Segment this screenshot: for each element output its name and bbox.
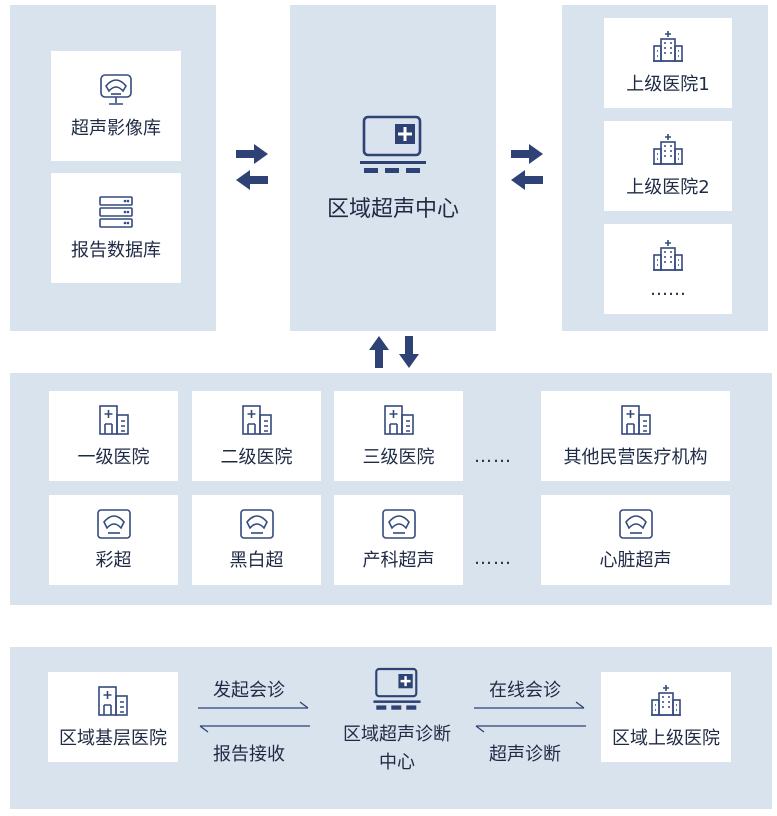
clinic-icon — [98, 405, 129, 435]
ultrasound-diagnosis-label: 超声诊断 — [489, 744, 561, 765]
regional-diagnosis-center: 区域超声诊断 中心 — [330, 665, 464, 777]
ultrasound-monitor-icon — [100, 74, 132, 105]
ultrasound-probe-icon — [618, 509, 653, 539]
ultrasound-probe-icon — [381, 509, 416, 539]
level-1-hospital-label: 一级医院 — [77, 447, 150, 468]
bidirectional-arrow-left-icon — [236, 144, 268, 190]
report-receive-label: 报告接收 — [213, 744, 285, 765]
clinic-icon — [98, 686, 128, 716]
superior-hospital-1-label: 上级医院1 — [626, 74, 710, 95]
superior-hospital-2-label: 上级医院2 — [626, 177, 710, 198]
hospitals-ellipsis: …… — [474, 446, 512, 467]
superior-regional-hospital-card: 区域上级医院 — [601, 672, 731, 762]
hospital-icon — [651, 685, 681, 716]
level-2-hospital-card: 二级医院 — [192, 391, 321, 481]
private-institution-label: 其他民营医疗机构 — [563, 447, 708, 468]
color-ultrasound-label: 彩超 — [95, 550, 132, 571]
modalities-ellipsis: …… — [474, 548, 512, 569]
primary-hospital-card: 区域基层医院 — [48, 672, 178, 762]
consultation-arrows-left-icon — [198, 701, 310, 733]
regional-diagnosis-center-line1: 区域超声诊断 — [343, 724, 451, 745]
cardiac-ultrasound-card: 心脏超声 — [541, 495, 730, 585]
superior-hospital-2-card: 上级医院2 — [604, 121, 732, 211]
ultrasound-probe-icon — [239, 509, 274, 539]
obstetric-ultrasound-card: 产科超声 — [334, 495, 463, 585]
ultrasound-probe-icon — [96, 509, 131, 539]
ultrasound-image-db-label: 超声影像库 — [71, 118, 161, 139]
level-2-hospital-label: 二级医院 — [220, 447, 293, 468]
private-institution-card: 其他民营医疗机构 — [541, 391, 730, 481]
primary-hospital-label: 区域基层医院 — [59, 728, 167, 749]
medical-monitor-icon — [360, 115, 426, 173]
report-db-card: 报告数据库 — [51, 173, 181, 283]
clinic-icon — [241, 405, 272, 435]
color-ultrasound-card: 彩超 — [49, 495, 178, 585]
superior-regional-hospital-label: 区域上级医院 — [612, 728, 720, 749]
initiate-consultation-label: 发起会诊 — [213, 680, 285, 701]
clinic-icon — [620, 405, 651, 435]
hospital-icon — [653, 31, 683, 62]
level-3-hospital-label: 三级医院 — [362, 447, 435, 468]
server-icon — [99, 196, 133, 228]
regional-center-label: 区域超声中心 — [326, 197, 459, 222]
report-db-label: 报告数据库 — [71, 240, 161, 261]
clinic-icon — [383, 405, 414, 435]
regional-diagnosis-center-line2: 中心 — [379, 752, 415, 773]
medical-monitor-icon — [373, 667, 421, 710]
bw-ultrasound-card: 黑白超 — [192, 495, 321, 585]
superior-hospital-more-card: …… — [604, 224, 732, 314]
superior-hospital-more-label: …… — [650, 278, 686, 300]
online-consultation-label: 在线会诊 — [489, 680, 561, 701]
consultation-arrows-right-icon — [474, 701, 586, 733]
level-1-hospital-card: 一级医院 — [49, 391, 178, 481]
regional-ultrasound-center: 区域超声中心 — [290, 5, 496, 331]
level-3-hospital-card: 三级医院 — [334, 391, 463, 481]
obstetric-ultrasound-label: 产科超声 — [362, 550, 435, 571]
hospital-icon — [653, 134, 683, 165]
bidirectional-arrow-right-icon — [511, 144, 543, 190]
hospital-icon — [653, 239, 683, 271]
superior-hospital-1-card: 上级医院1 — [604, 18, 732, 108]
bw-ultrasound-label: 黑白超 — [229, 550, 284, 571]
cardiac-ultrasound-label: 心脏超声 — [599, 550, 672, 571]
ultrasound-image-db-card: 超声影像库 — [51, 51, 181, 161]
vertical-bidirectional-arrow-icon — [369, 336, 419, 368]
